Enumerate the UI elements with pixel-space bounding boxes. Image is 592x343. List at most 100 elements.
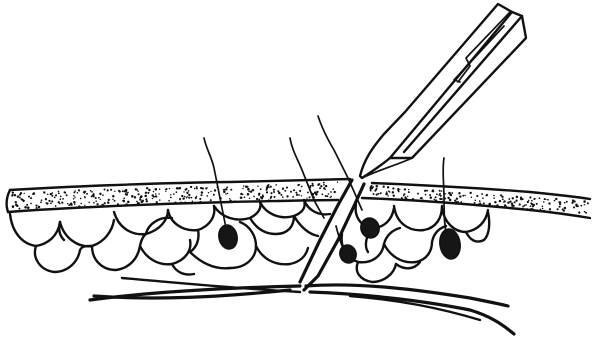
stipple-dot [574,200,576,202]
stipple-dot [309,196,311,198]
stipple-dot [441,190,442,191]
stipple-dot [107,201,109,203]
stipple-dot [209,201,211,203]
stipple-dot [475,200,477,202]
stipple-dot [226,186,228,188]
stipple-dot [270,196,272,198]
stipple-dot [469,192,471,194]
stipple-dot [223,191,226,194]
stipple-dot [48,200,50,202]
scalpel-handle-edge [404,12,522,152]
stipple-dot [417,193,419,195]
stipple-dot [320,185,322,187]
stipple-dot [38,206,41,209]
stipple-dot [86,193,88,195]
stipple-dot [206,195,208,197]
stipple-dot [273,189,275,191]
stipple-dot [457,201,459,203]
stipple-dot [247,188,250,191]
stipple-dot [424,190,426,192]
stipple-dot [125,193,127,195]
stipple-dot [58,191,60,193]
stipple-dot [67,203,68,204]
stipple-dot [170,196,172,198]
stipple-dot [314,192,315,193]
stipple-dot [22,199,24,201]
stipple-dot [571,202,573,204]
stipple-dot [509,201,511,203]
stipple-dot [337,181,338,182]
stipple-dot [447,197,449,199]
stipple-dot [578,211,580,213]
stipple-dot [205,187,207,189]
stipple-dot [125,203,127,205]
stipple-dot [585,212,587,214]
stipple-dot [104,202,106,204]
stipple-dot [393,195,395,197]
stipple-dot [403,193,405,195]
stipple-dot [587,202,589,204]
stipple-dot [99,193,101,195]
fat-lobule [260,200,305,217]
stipple-dot [66,194,68,196]
stipple-dot [540,209,542,211]
stipple-dot [123,200,126,203]
stipple-dot [27,206,30,209]
stipple-dot [248,191,250,193]
stipple-dot [41,199,43,201]
stipple-dot [290,191,292,193]
stipple-dot [266,187,268,189]
stipple-dot [242,188,243,189]
stipple-dot [64,192,66,194]
fat-lobule [172,264,194,275]
stipple-dot [434,199,436,201]
stipple-dot [580,205,582,207]
stipple-dot [418,199,420,201]
stipple-dot [165,189,166,190]
stipple-dot [412,198,414,200]
stipple-dot [467,204,469,206]
stipple-dot [184,201,185,202]
stipple-dot [184,196,186,198]
stipple-dot [170,194,171,195]
stipple-dot [194,188,196,190]
stipple-dot [245,186,247,188]
stipple-dot [187,196,188,197]
stipple-dot [100,205,102,207]
stipple-dot [88,202,90,204]
stipple-dot [227,193,229,195]
stipple-dot [330,197,331,198]
stipple-dot [380,192,382,194]
stipple-dot [50,203,52,205]
stipple-dot [404,196,406,198]
stipple-dot [514,201,516,203]
stipple-dot [278,192,281,195]
stipple-dot [114,191,115,192]
stipple-dot [208,192,209,193]
stipple-dot [564,207,567,210]
stipple-dot [459,195,461,197]
stipple-dot [559,206,561,208]
fat-lobule [60,220,114,246]
stipple-dot [325,195,327,197]
stipple-dot [229,200,231,202]
stipple-dot [51,195,53,197]
stipple-dot [139,198,141,200]
stipple-dot [249,198,250,199]
stipple-dot [292,196,294,198]
stipple-dot [543,210,545,212]
stipple-dot [225,193,227,195]
stipple-dot [258,194,260,196]
stipple-dot [319,187,321,189]
stipple-dot [78,205,80,207]
stipple-dot [397,189,399,191]
stipple-dot [559,203,561,205]
epidermis-band [7,179,590,218]
stipple-dot [456,201,458,203]
stipple-dot [55,194,57,196]
stipple-dot [58,193,60,195]
stipple-dot [73,201,76,204]
stipple-dot [196,188,198,190]
stipple-dot [93,193,95,195]
